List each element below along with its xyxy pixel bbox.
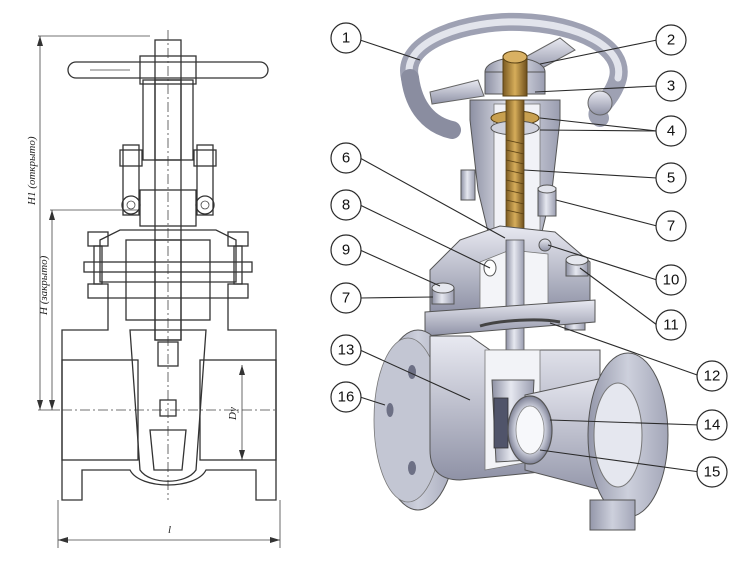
callout-10: 10 xyxy=(655,264,687,296)
render-threaded-stem xyxy=(505,99,525,251)
drawing-valve-body xyxy=(61,297,277,501)
svg-text:7: 7 xyxy=(667,218,675,235)
callout-7-left: 7 xyxy=(330,282,362,314)
svg-text:13: 13 xyxy=(338,342,355,359)
cutaway-render xyxy=(373,12,669,531)
technical-drawing: H1 (открыто) H (закрыто) l Dy xyxy=(26,30,281,548)
callout-15: 15 xyxy=(696,456,728,488)
svg-text:15: 15 xyxy=(704,464,721,481)
drawing-bonnet xyxy=(99,229,237,283)
svg-text:9: 9 xyxy=(342,242,350,259)
callout-leaders xyxy=(359,39,701,473)
svg-text:16: 16 xyxy=(338,389,355,406)
svg-text:4: 4 xyxy=(667,123,675,140)
callout-9: 9 xyxy=(330,234,362,266)
callout-6: 6 xyxy=(330,142,362,174)
svg-text:6: 6 xyxy=(342,150,350,167)
svg-text:14: 14 xyxy=(704,417,721,434)
callout-2: 2 xyxy=(655,24,687,56)
svg-text:3: 3 xyxy=(667,78,675,95)
callout-4: 4 xyxy=(655,115,687,147)
callout-16: 16 xyxy=(330,381,362,413)
drawing-gland-bolts xyxy=(119,144,217,227)
h-dimension-label: H (закрыто) xyxy=(38,255,50,316)
callout-11: 11 xyxy=(655,309,687,341)
callout-7-right: 7 xyxy=(655,210,687,242)
svg-text:5: 5 xyxy=(667,170,675,187)
callout-3: 3 xyxy=(655,70,687,102)
drawing-body-bolts xyxy=(83,231,253,299)
svg-text:2: 2 xyxy=(667,32,675,49)
dn-dimension-label: Dy xyxy=(227,407,239,421)
callout-5: 5 xyxy=(655,162,687,194)
svg-text:8: 8 xyxy=(342,197,350,214)
render-gasket xyxy=(479,318,561,328)
callout-14: 14 xyxy=(696,409,728,441)
h1-dimension-label: H1 (открыто) xyxy=(26,136,38,206)
svg-text:1: 1 xyxy=(342,30,350,47)
length-dimension-label: l xyxy=(168,524,171,536)
callout-1: 1 xyxy=(330,22,362,54)
svg-text:7: 7 xyxy=(342,290,350,307)
render-right-flange xyxy=(524,352,669,531)
callout-8: 8 xyxy=(330,189,362,221)
svg-text:12: 12 xyxy=(704,368,721,385)
svg-text:11: 11 xyxy=(663,317,679,334)
svg-text:10: 10 xyxy=(663,272,680,289)
callout-12: 12 xyxy=(696,360,728,392)
drawing-wedge xyxy=(129,329,207,482)
callout-13: 13 xyxy=(330,334,362,366)
